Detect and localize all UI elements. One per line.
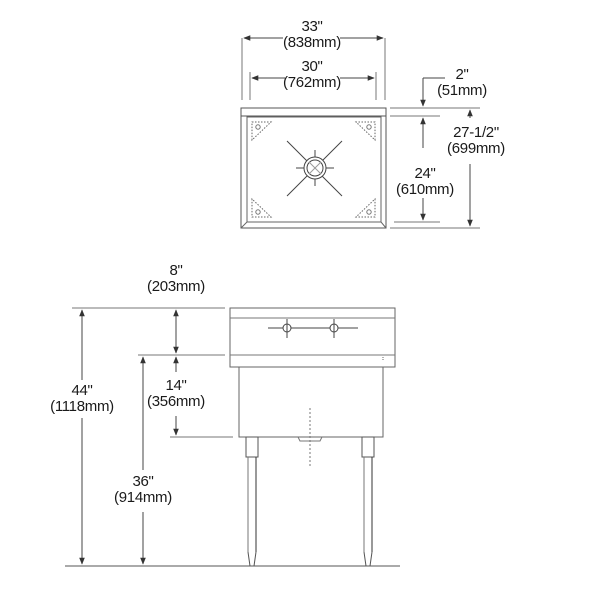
rim-height-mm: (914mm) <box>114 489 172 506</box>
bowl-depth-in: 24" <box>414 165 436 182</box>
backsplash-height-label: 8" (203mm) <box>147 263 205 295</box>
overall-height-in: 44" <box>71 382 93 399</box>
bowl-width-label: 30" (762mm) <box>283 59 341 91</box>
backsplash-height-mm: (203mm) <box>147 278 205 295</box>
overall-height-mm: (1118mm) <box>50 398 114 415</box>
top-view <box>240 35 480 229</box>
overall-depth-in: 27-1/2" <box>453 124 499 141</box>
backsplash-depth-mm: (51mm) <box>437 82 487 99</box>
bowl-width-mm: (762mm) <box>283 74 341 91</box>
backsplash-height-in: 8" <box>169 262 183 279</box>
bowl-height-label: 14" (356mm) <box>147 378 205 410</box>
overall-depth-mm: (699mm) <box>447 140 505 157</box>
bowl-height-in: 14" <box>165 377 187 394</box>
overall-depth-label: 27-1/2" (699mm) <box>447 125 505 157</box>
bowl-height-mm: (356mm) <box>147 393 205 410</box>
backsplash-depth-label: 2" (51mm) <box>437 67 487 99</box>
overall-width-in: 33" <box>301 18 323 35</box>
rim-height-label: 36" (914mm) <box>114 474 172 506</box>
overall-width-mm: (838mm) <box>283 34 341 51</box>
bowl-depth-mm: (610mm) <box>396 181 454 198</box>
front-view <box>65 307 400 567</box>
overall-height-label: 44" (1118mm) <box>50 383 114 415</box>
bowl-depth-label: 24" (610mm) <box>396 166 454 198</box>
bowl-width-in: 30" <box>301 58 323 75</box>
rim-height-in: 36" <box>132 473 154 490</box>
overall-width-label: 33" (838mm) <box>283 19 341 51</box>
backsplash-depth-in: 2" <box>455 66 469 83</box>
